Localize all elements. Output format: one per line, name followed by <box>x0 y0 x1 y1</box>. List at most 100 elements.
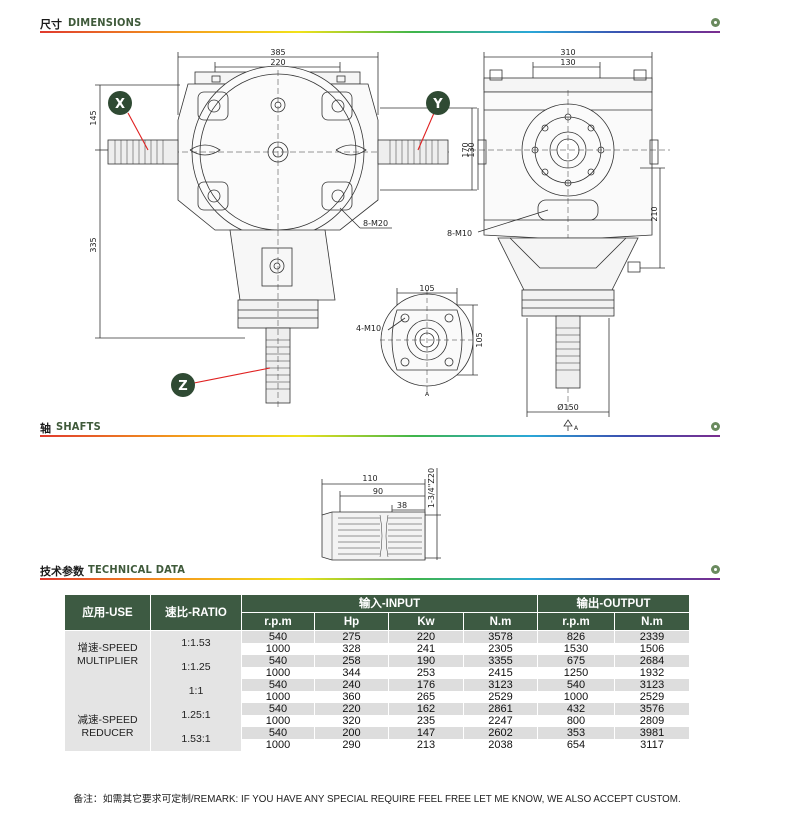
value-cell: 220 <box>388 630 464 643</box>
value-cell: 1506 <box>614 643 690 655</box>
value-cell: 432 <box>537 703 615 715</box>
value-cell: 328 <box>314 643 389 655</box>
value-cell: 147 <box>388 727 464 739</box>
dim-310: 310 <box>560 48 575 57</box>
bullet-icon <box>711 422 720 431</box>
value-cell: 220 <box>314 703 389 715</box>
value-cell: 240 <box>314 679 389 691</box>
value-cell: 3123 <box>463 679 538 691</box>
bolt-8-m20: 8-M20 <box>363 219 388 228</box>
use-cell: 减速-SPEED REDUCER <box>64 703 151 751</box>
svg-text:Z: Z <box>178 379 187 394</box>
dim-flange-105-h: 105 <box>475 332 484 347</box>
value-cell: 826 <box>537 630 615 643</box>
value-cell: 2602 <box>463 727 538 739</box>
section-title-zh: 轴 <box>40 422 51 435</box>
section-title-zh: 尺寸 <box>40 18 62 31</box>
value-cell: 2861 <box>463 703 538 715</box>
value-cell: 176 <box>388 679 464 691</box>
bolt-8-m10: 8-M10 <box>447 229 472 238</box>
value-cell: 290 <box>314 739 389 751</box>
section-header-dimensions: 尺寸 DIMENSIONS <box>40 16 720 34</box>
dim-220: 220 <box>270 58 285 67</box>
value-cell: 2247 <box>463 715 538 727</box>
svg-text:X: X <box>115 97 125 112</box>
dim-385: 385 <box>270 48 285 57</box>
ratio-cell: 1:1.53 <box>150 630 242 655</box>
value-cell: 2529 <box>614 691 690 703</box>
section-header-shafts: 轴 SHAFTS <box>40 420 720 438</box>
value-cell: 3981 <box>614 727 690 739</box>
technical-data-table: 应用-USE 速比-RATIO 输入-INPUT 输出-OUTPUT r.p.m… <box>64 594 690 751</box>
header-input-kw: Kw <box>388 612 464 631</box>
value-cell: 1000 <box>241 715 315 727</box>
rainbow-divider <box>40 578 720 580</box>
dim-210: 210 <box>650 206 659 221</box>
ratio-cell: 1.53:1 <box>150 727 242 751</box>
dim-shaft-38: 38 <box>397 501 407 510</box>
marker-x: X <box>108 91 132 115</box>
ratio-cell: 1:1.25 <box>150 655 242 679</box>
section-title-zh: 技术参数 <box>40 565 84 578</box>
value-cell: 241 <box>388 643 464 655</box>
header-input: 输入-INPUT <box>241 594 538 613</box>
value-cell: 800 <box>537 715 615 727</box>
ratio-cell: 1:1 <box>150 679 242 703</box>
value-cell: 360 <box>314 691 389 703</box>
shaft-drawing: 110 90 38 1-3/4"Z20 <box>321 468 441 561</box>
dim-shaft-110: 110 <box>362 474 377 483</box>
value-cell: 265 <box>388 691 464 703</box>
header-output-rpm: r.p.m <box>537 612 615 631</box>
use-cell <box>64 679 151 703</box>
dimension-drawing: X Y Z 385 220 145 335 170 8-M20 105 105 … <box>89 48 670 432</box>
value-cell: 353 <box>537 727 615 739</box>
value-cell: 2305 <box>463 643 538 655</box>
value-cell: 540 <box>241 727 315 739</box>
dim-130-w: 130 <box>560 58 575 67</box>
value-cell: 3576 <box>614 703 690 715</box>
value-cell: 2415 <box>463 667 538 679</box>
marker-y: Y <box>426 91 450 115</box>
bullet-icon <box>711 18 720 27</box>
value-cell: 540 <box>241 655 315 667</box>
svg-text:Y: Y <box>432 97 443 112</box>
rainbow-divider <box>40 435 720 437</box>
header-output: 输出-OUTPUT <box>537 594 690 613</box>
value-cell: 200 <box>314 727 389 739</box>
value-cell: 3123 <box>614 679 690 691</box>
value-cell: 1000 <box>241 739 315 751</box>
view-label-a: A <box>574 425 579 432</box>
value-cell: 675 <box>537 655 615 667</box>
value-cell: 190 <box>388 655 464 667</box>
value-cell: 235 <box>388 715 464 727</box>
dim-335: 335 <box>89 237 98 252</box>
header-input-nm: N.m <box>463 612 538 631</box>
marker-z: Z <box>171 373 195 397</box>
value-cell: 275 <box>314 630 389 643</box>
value-cell: 540 <box>241 630 315 643</box>
section-header-technical: 技术参数 TECHNICAL DATA <box>40 563 720 581</box>
header-output-nm: N.m <box>614 612 690 631</box>
value-cell: 1530 <box>537 643 615 655</box>
value-cell: 540 <box>241 703 315 715</box>
rainbow-divider <box>40 31 720 33</box>
value-cell: 2809 <box>614 715 690 727</box>
header-input-hp: Hp <box>314 612 389 631</box>
value-cell: 540 <box>537 679 615 691</box>
value-cell: 3355 <box>463 655 538 667</box>
section-title-en: SHAFTS <box>56 420 101 433</box>
value-cell: 258 <box>314 655 389 667</box>
dim-dia-150: Ø150 <box>557 402 579 412</box>
value-cell: 2529 <box>463 691 538 703</box>
header-input-rpm: r.p.m <box>241 612 315 631</box>
value-cell: 2038 <box>463 739 538 751</box>
value-cell: 2339 <box>614 630 690 643</box>
